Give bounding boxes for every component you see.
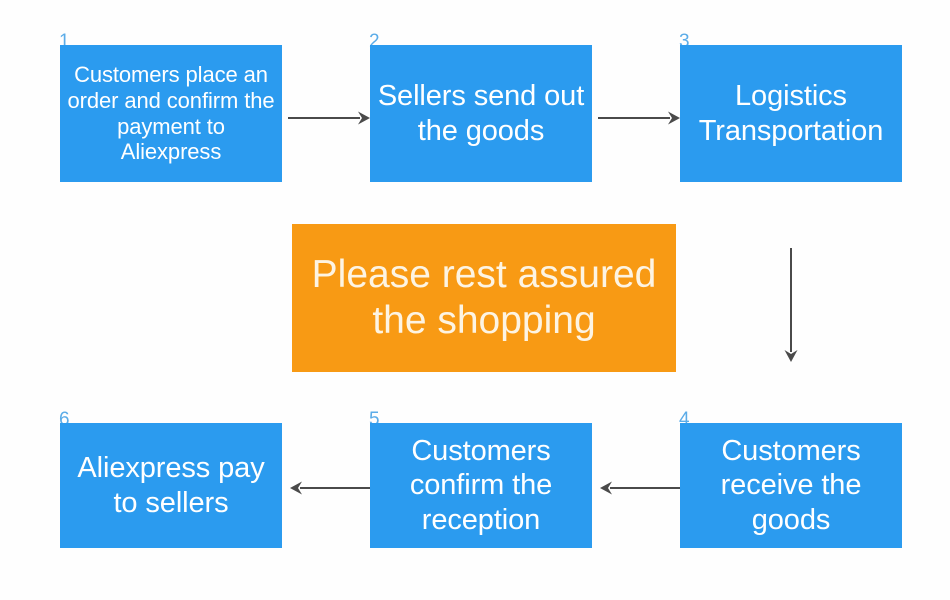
step-3-label: Logistics Transportation <box>698 80 884 147</box>
step-number-6: 6 <box>59 409 70 430</box>
step-number-4: 4 <box>679 409 690 430</box>
step-5-label: Customers confirm the reception <box>409 435 553 536</box>
step-4-label: Customers receive the goods <box>720 435 862 536</box>
process-step-6[interactable]: Aliexpress pay to sellers <box>60 423 282 548</box>
step-6-label: Aliexpress pay to sellers <box>77 452 265 519</box>
process-step-1[interactable]: Customers place an order and confirm the… <box>60 45 282 182</box>
arrow-step3-to-step4 <box>781 248 801 364</box>
step-number-1: 1 <box>59 31 70 52</box>
process-step-3[interactable]: Logistics Transportation <box>680 45 902 182</box>
step-2-label: Sellers send out the goods <box>377 80 585 147</box>
arrow-step5-to-step6 <box>288 478 372 498</box>
arrow-step4-to-step5 <box>598 478 682 498</box>
step-number-2: 2 <box>369 31 380 52</box>
process-step-4[interactable]: Customers receive the goods <box>680 423 902 548</box>
assurance-banner-label: Please rest assured the shopping <box>311 252 657 342</box>
arrow-step1-to-step2 <box>288 108 372 128</box>
step-number-3: 3 <box>679 31 690 52</box>
assurance-banner: Please rest assured the shopping <box>292 224 676 372</box>
step-1-label: Customers place an order and confirm the… <box>67 61 275 165</box>
arrow-step2-to-step3 <box>598 108 682 128</box>
process-step-2[interactable]: Sellers send out the goods <box>370 45 592 182</box>
process-step-5[interactable]: Customers confirm the reception <box>370 423 592 548</box>
step-number-5: 5 <box>369 409 380 430</box>
